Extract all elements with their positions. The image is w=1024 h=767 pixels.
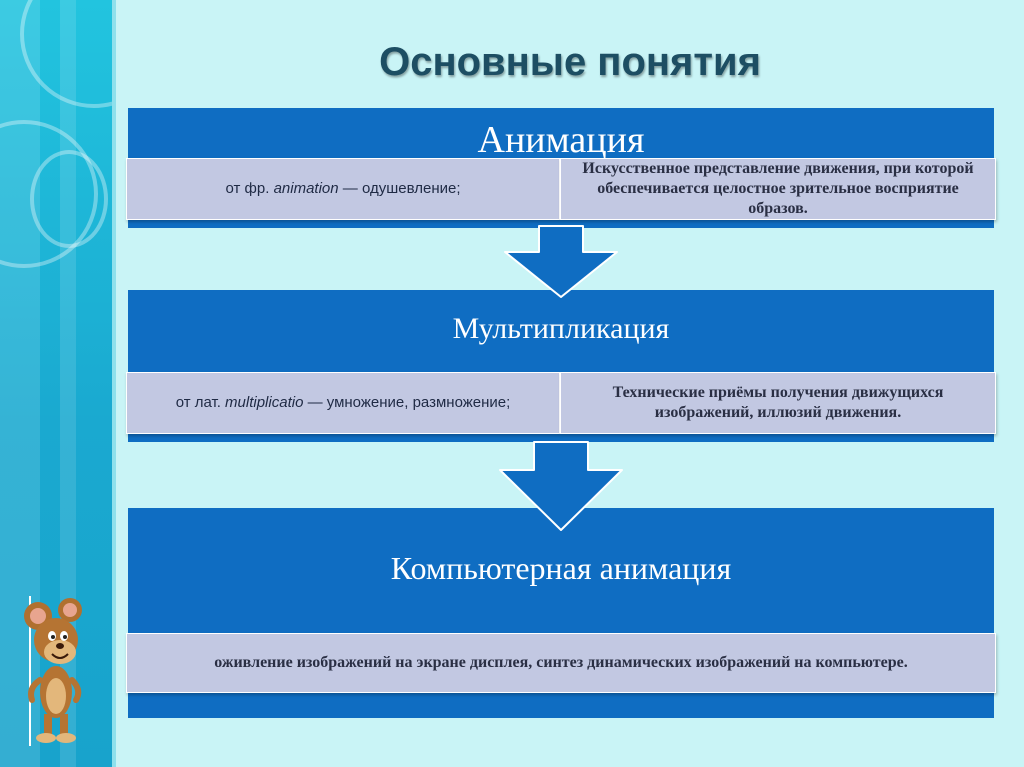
cartoon-mouse-icon — [24, 596, 82, 746]
computer-animation-definition: оживление изображений на экране дисплея,… — [126, 633, 996, 693]
etymology-word: animation — [273, 179, 339, 197]
computer-animation-definition-row: оживление изображений на экране дисплея,… — [126, 633, 996, 693]
multiplication-etymology: от лат. multiplicatio — умножение, размн… — [126, 372, 560, 434]
animation-definition: Искусственное представление движения, пр… — [560, 158, 996, 220]
etymology-word: multiplicatio — [225, 393, 304, 411]
animation-etymology: от фр. animation — одушевление; — [126, 158, 560, 220]
down-arrow-icon — [499, 441, 623, 531]
animation-definition-row: от фр. animation — одушевление; Искусств… — [126, 158, 996, 220]
etymology-prefix: от лат. — [175, 393, 226, 411]
multiplication-heading: Мультипликация — [452, 312, 670, 345]
etymology-prefix: от фр. — [225, 179, 274, 197]
down-arrow-icon — [504, 225, 618, 298]
etymology-meaning: — умножение, размножение; — [303, 393, 511, 411]
band-edge — [112, 0, 116, 767]
multiplication-definition: Технические приёмы получения движущихся … — [560, 372, 996, 434]
multiplication-definition-row: от лат. multiplicatio — умножение, размн… — [126, 372, 996, 434]
slide-title: Основные понятия — [379, 40, 761, 84]
etymology-meaning: — одушевление; — [338, 179, 461, 197]
band-ring — [30, 150, 108, 248]
computer-animation-heading: Компьютерная анимация — [390, 550, 732, 586]
animation-heading: Анимация — [477, 119, 645, 161]
